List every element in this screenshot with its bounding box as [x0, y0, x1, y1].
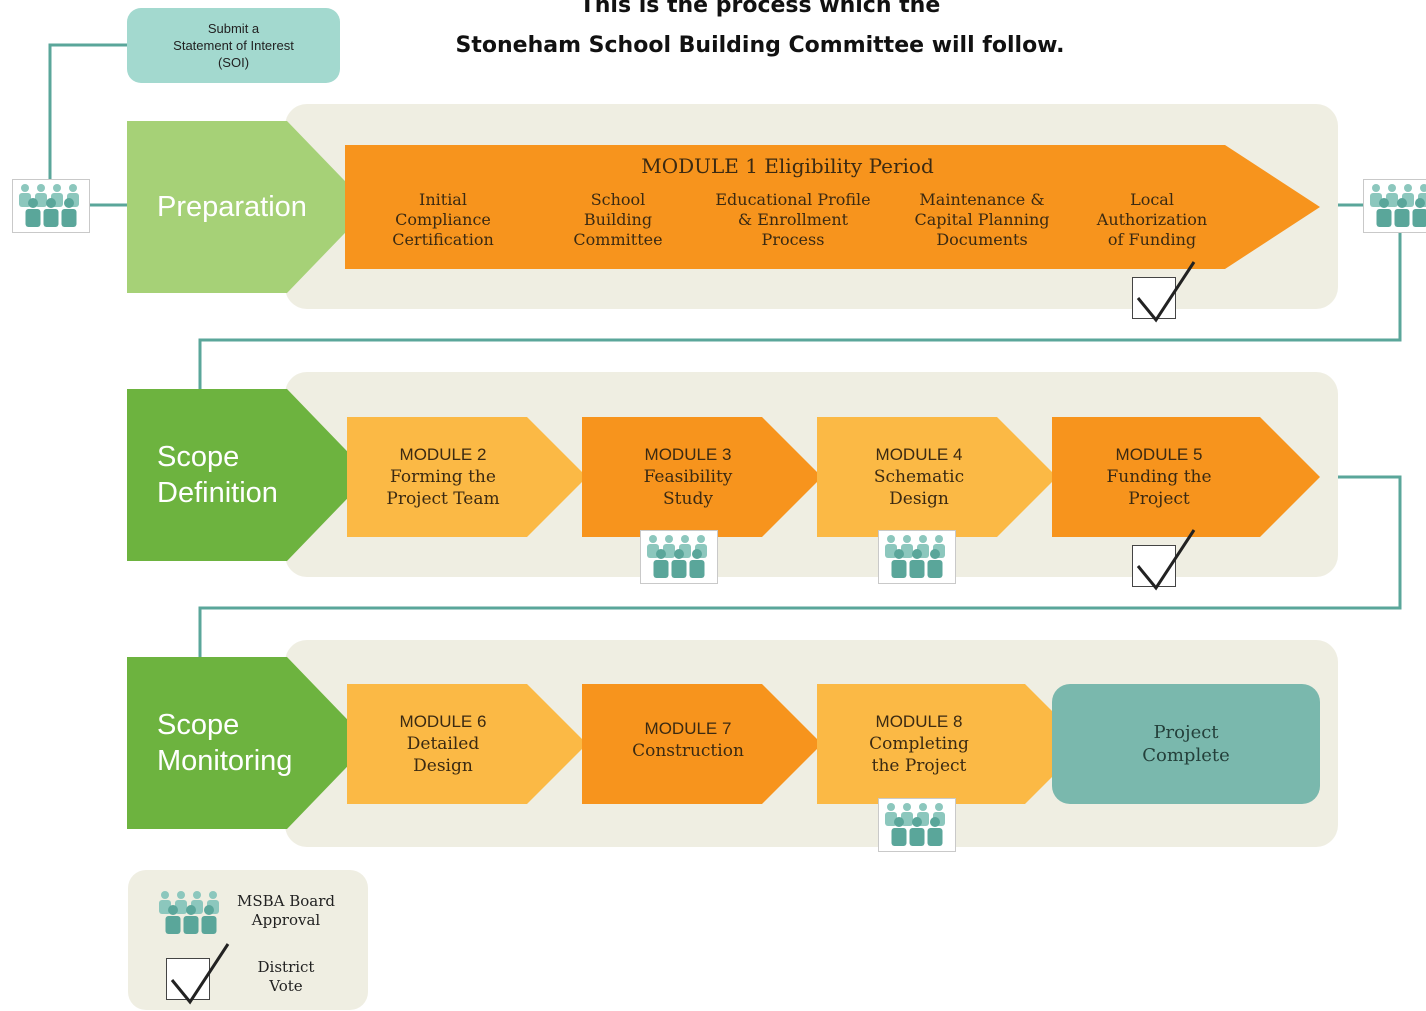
- module-7-arrow: MODULE 7 Construction: [582, 684, 822, 804]
- people-icon: [885, 803, 945, 846]
- module-4-arrow: MODULE 4 Schematic Design: [817, 417, 1057, 537]
- people-icon: [885, 535, 945, 578]
- legend-board-approval-label: MSBA Board Approval: [236, 892, 336, 929]
- page-heading-line-2: Stoneham School Building Committee will …: [455, 33, 1065, 58]
- phase-scope-definition-label: Scope Definition: [157, 441, 278, 509]
- module-8-board-approval-icon: [878, 798, 956, 852]
- submit-soi-box: Submit a Statement of Interest (SOI): [127, 8, 340, 83]
- project-complete-box: Project Complete: [1052, 684, 1320, 804]
- module-6-arrow: MODULE 6 Detailed Design: [347, 684, 587, 804]
- people-icon: [159, 891, 219, 934]
- phase-scope-monitoring: Scope Monitoring: [127, 657, 370, 829]
- legend-district-vote-label: District Vote: [257, 958, 315, 995]
- module-6-title: Detailed Design: [406, 734, 480, 776]
- module-3-board-approval-icon: [640, 530, 718, 584]
- module-8-heading: MODULE 8: [875, 712, 963, 731]
- module-7-heading: MODULE 7: [644, 719, 732, 738]
- msba-board-icon-end: [1363, 179, 1426, 233]
- module-4-board-approval-icon: [878, 530, 956, 584]
- module-3-heading: MODULE 3: [644, 445, 732, 464]
- module-1-step-committee: School Building Committee: [573, 190, 663, 249]
- checkmark-icon: [170, 943, 230, 1005]
- module-4-title: Schematic Design: [873, 467, 965, 509]
- checkmark-icon: [1136, 261, 1196, 323]
- legend-vote-icon: [166, 958, 210, 1000]
- module-5-title: Funding the Project: [1106, 467, 1212, 509]
- module-1-step-educational-profile: Educational Profile & Enrollment Process: [715, 190, 871, 249]
- module-8-title: Completing the Project: [869, 734, 969, 776]
- people-icon: [1370, 184, 1426, 227]
- checkmark-icon: [1136, 529, 1196, 591]
- page-heading-line-1: This is the process which the: [579, 0, 941, 18]
- module-1-step-maintenance: Maintenance & Capital Planning Documents: [914, 190, 1050, 249]
- module-5-arrow: MODULE 5 Funding the Project: [1052, 417, 1320, 537]
- module-7-title: Construction: [632, 741, 744, 761]
- legend-board-icon: [152, 886, 230, 940]
- phase-scope-definition: Scope Definition: [127, 389, 370, 561]
- module-1-title: MODULE 1 Eligibility Period: [641, 154, 934, 178]
- module-2-heading: MODULE 2: [399, 445, 487, 464]
- phase-scope-monitoring-label: Scope Monitoring: [157, 709, 293, 777]
- module-3-title: Feasibility Study: [643, 467, 733, 509]
- module-6-heading: MODULE 6: [399, 712, 487, 731]
- people-icon: [647, 535, 707, 578]
- phase-preparation: Preparation: [127, 121, 370, 293]
- module-8-arrow: MODULE 8 Completing the Project: [817, 684, 1085, 804]
- msba-board-icon-start: [12, 179, 90, 233]
- module-1-step-compliance: Initial Compliance Certification: [392, 190, 494, 249]
- module-3-arrow: MODULE 3 Feasibility Study: [582, 417, 822, 537]
- module-2-title: Forming the Project Team: [386, 467, 500, 509]
- module-2-arrow: MODULE 2 Forming the Project Team: [347, 417, 587, 537]
- module-5-heading: MODULE 5: [1115, 445, 1203, 464]
- module-4-heading: MODULE 4: [875, 445, 963, 464]
- phase-preparation-label: Preparation: [157, 191, 307, 223]
- module-1-arrow: [345, 145, 1320, 269]
- module-1-step-local-authorization: Local Authorization of Funding: [1096, 190, 1208, 249]
- people-icon: [19, 184, 79, 227]
